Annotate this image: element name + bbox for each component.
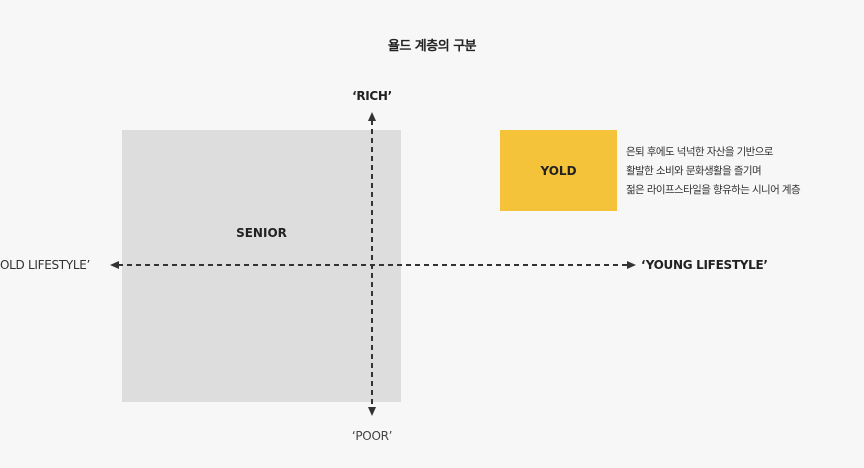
axis-label-young-lifestyle: ‘YOUNG LIFESTYLE’: [641, 258, 768, 272]
vertical-axis-arrow-up: [368, 112, 376, 121]
horizontal-axis-arrow-left: [110, 261, 119, 269]
yold-label: YOLD: [540, 163, 577, 178]
senior-label: SENIOR: [236, 226, 287, 240]
description-line-1: 은퇴 후에도 넉넉한 자산을 기반으로: [626, 146, 773, 158]
yold-description: 은퇴 후에도 넉넉한 자산을 기반으로 활발한 소비와 문화생활을 즐기며 젊은…: [626, 143, 862, 200]
axis-label-old-lifestyle: OLD LIFESTYLE’: [0, 258, 91, 272]
horizontal-axis-arrow-right: [627, 261, 636, 269]
description-line-3: 젊은 라이프스타일을 향유하는 시니어 계층: [626, 184, 801, 196]
description-line-2: 활발한 소비와 문화생활을 즐기며: [626, 165, 762, 177]
axis-label-rich: ‘RICH’: [352, 89, 392, 103]
yold-box: YOLD: [500, 130, 617, 211]
diagram-title: 욜드 계층의 구분: [387, 39, 477, 54]
axis-label-poor: ‘POOR’: [351, 429, 393, 443]
vertical-axis-arrow-down: [368, 407, 376, 416]
